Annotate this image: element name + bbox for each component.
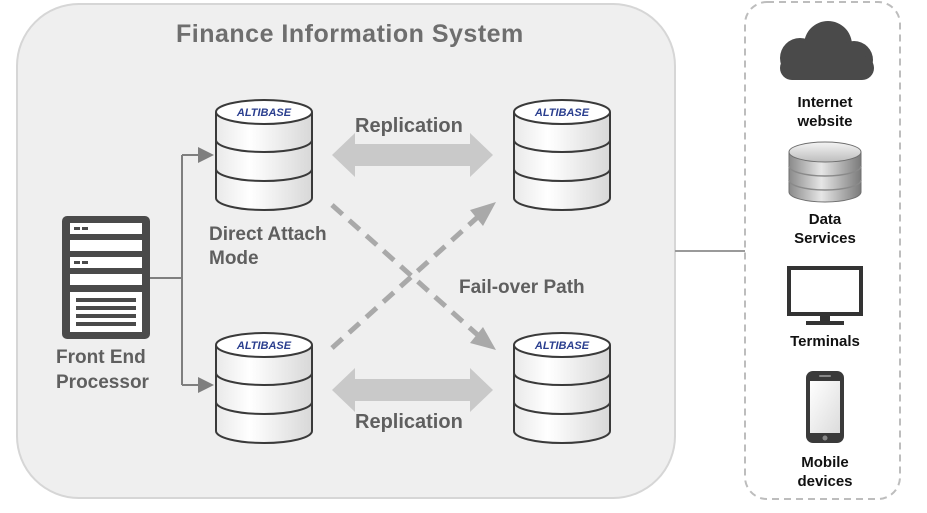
replication-label-bottom: Replication [355, 411, 463, 433]
db-brand-label: ALTIBASE [236, 107, 292, 119]
replication-label-top: Replication [355, 115, 463, 137]
terminals-label: Terminals [790, 333, 860, 350]
altibase-db-top-left [215, 99, 313, 211]
front-end-label-line2: Processor [56, 372, 149, 393]
replication-arrow-top [332, 133, 493, 177]
direct-attach-label-line2: Mode [209, 248, 259, 269]
altibase-db-bottom-right [513, 332, 611, 444]
db-brand-label: ALTIBASE [534, 107, 590, 119]
db-brand-label: ALTIBASE [236, 340, 292, 352]
replication-arrow-bottom [332, 368, 493, 412]
data-services-label-line2: Services [794, 230, 856, 247]
system-title: Finance Information System [176, 20, 524, 48]
server-icon [62, 216, 150, 339]
internet-label-line2: website [797, 113, 853, 130]
altibase-db-bottom-left [215, 332, 313, 444]
data-services-label-line1: Data [808, 211, 842, 228]
failover-arrowhead-down [470, 327, 496, 350]
cloud-icon [780, 21, 874, 80]
mobile-label-line1: Mobile [801, 454, 849, 471]
altibase-db-top-right [513, 99, 611, 211]
failover-arrowhead-up [470, 202, 496, 226]
front-end-label-line1: Front End [56, 347, 146, 368]
attach-connector [150, 147, 214, 393]
failover-arrows [330, 203, 482, 350]
failover-label: Fail-over Path [459, 277, 585, 298]
mobile-label-line2: devices [797, 473, 853, 490]
db-brand-label: ALTIBASE [534, 340, 590, 352]
direct-attach-label-line1: Direct Attach [209, 224, 327, 245]
monitor-icon [787, 266, 863, 325]
database-icon [788, 141, 862, 203]
internet-label-line1: Internet [797, 94, 853, 111]
mobile-phone-icon [806, 371, 844, 443]
client-group-box [744, 1, 901, 500]
